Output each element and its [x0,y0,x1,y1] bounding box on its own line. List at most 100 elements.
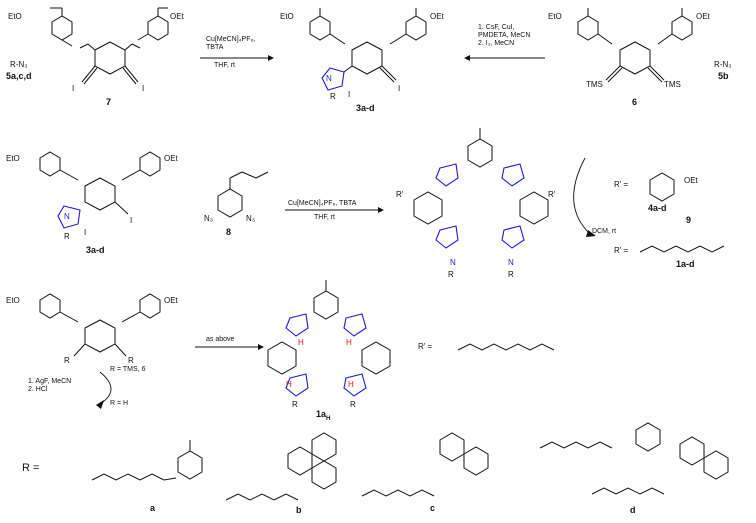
r-group-a-id: a [150,503,156,513]
product-id-1aH-main: 1a [316,409,327,419]
r-tms-label: R = TMS, 6 [110,366,146,373]
r-label-1aH-b: R [350,400,356,409]
product-3-structure [309,8,427,91]
eto-label-6: EtO [548,12,562,21]
deprotection-line1: 1. AgF, MeCN [28,378,72,385]
eto-label-3-row2: EtO [6,154,20,163]
macrocycle-1aH-structure [267,280,391,397]
tms-label-6a: TMS [586,80,603,89]
r-label-row3b: R [128,356,134,365]
conditions-rxn1: Cu[MeCN]₄PF₆, TBTA [206,36,255,52]
r-prime-label-macro-a: R' [396,190,404,199]
conditions-right-line1: 1. CsF, CuI, [478,24,515,31]
r-groups-label: R = [22,462,40,474]
oet-label-r-prime: OEt [684,176,698,185]
conditions-rxn2-line2: THF, rt [314,214,335,221]
iodo-label-row2a: I [84,228,87,237]
eto-label-7: EtO [8,12,22,21]
eto-label-6-row3: EtO [6,296,20,305]
r-group-b-id: b [296,505,302,515]
reagent-right-formula: R-N₃ [714,60,732,69]
amine-conditions: DCM, rt [592,228,617,235]
product-id-1aH-sub: H [326,415,331,422]
iodo-label-7b: I [142,84,145,93]
triazole-n-label-macro-b: N [508,258,514,267]
r-label-row2: R [64,232,70,241]
product-id-1aH: 1aH [316,410,330,424]
r-label-macro-b: R [508,270,514,279]
reagent-left-formula: R-N₃ [10,60,28,69]
amine-curved-arrow-head [586,230,596,237]
iodo-label-3a: I [348,90,351,99]
r-group-c-id: c [430,503,436,513]
r-prime-a-label: R' = [614,180,629,189]
product-id-3: 3a-d [356,103,375,113]
r-h-label: R = H [110,400,129,407]
iodo-label-3b: I [398,84,401,93]
r-prime-b-id: 1a-d [676,259,695,269]
conditions-rxn1-line1: Cu[MeCN]₄PF₆, [206,36,256,43]
conditions-rxn1-right: 1. CsF, CuI, PMDETA, MeCN 2. I₂, MeCN [478,24,530,48]
linker-8-structure [217,171,269,218]
r-group-a-structure [91,440,203,481]
oet-label-3-row2: OEt [164,154,178,163]
r-prime-label-macro-b: R' [548,190,556,199]
r-prime-label-row3: R' = [418,342,433,351]
iodo-label-7a: I [72,84,75,93]
r-prime-ester-row2 [649,172,675,202]
oet-label-6-row3: OEt [164,296,178,305]
reaction-arrow-2-head [464,55,470,61]
compound-id-7: 7 [106,97,112,107]
tms-label-6b: TMS [664,80,681,89]
oet-label-7: OEt [170,12,184,21]
azide-label-8b: N₃ [246,214,256,223]
oet-label-3: OEt [430,12,444,21]
amine-id-9: 9 [686,215,692,225]
reaction-arrow-3-head [378,207,384,213]
compound-6-structure [577,8,693,83]
r-prime-b-label: R' = [614,246,629,255]
compound-id-8: 8 [226,227,232,237]
r-group-d-id: d [630,505,636,515]
deprotection-line2: 2. HCl [28,386,48,393]
conditions-right-line3: 2. I₂, MeCN [478,40,515,47]
compound-6-row3-structure [39,293,161,357]
compound-id-6: 6 [632,97,638,107]
r-label-1aH-a: R [292,400,298,409]
r-prime-chain-row3 [457,343,555,351]
reaction-arrow-4-head [258,344,264,350]
conditions-rxn1-line2: TBTA [206,44,224,51]
deprotection-conditions: 1. AgF, MeCN 2. HCl [28,378,71,394]
r-prime-chain-row2 [639,245,725,253]
h-label-1aH-b: H [346,338,352,347]
triazole-n-label-row2: N [64,212,70,221]
triazole-n-label-3: N [326,74,332,83]
h-label-1aH-c: H [286,380,292,389]
conditions-right-line2: PMDETA, MeCN [478,32,531,39]
conditions-rxn3: as above [206,336,235,343]
reagent-left-ids: 5a,c,d [6,71,32,81]
r-label-row3a: R [64,356,70,365]
conditions-rxn1-line3: THF, rt [214,62,235,69]
compound-3-row2-structure [39,151,161,229]
compound-id-3-row2: 3a-d [86,245,105,255]
deprotection-curved-arrow-head [96,400,104,409]
triazole-n-label-macro-a: N [450,258,456,267]
r-group-b-structure [225,432,337,501]
azide-label-8a: N₃ [204,214,214,223]
conditions-rxn2-line1: Cu[MeCN]₄PF₆, TBTA [288,200,357,207]
amine-curved-arrow [573,157,591,235]
r-label-macro-a: R [448,270,454,279]
r-label-3: R [330,92,336,101]
h-label-1aH-d: H [348,380,354,389]
r-group-c-structure [361,432,489,497]
h-label-1aH-a: H [298,338,304,347]
eto-label-3: EtO [280,12,294,21]
iodo-label-row2b: I [130,216,133,225]
macrocycle-4-structure [413,128,549,249]
r-prime-a-id: 4a-d [648,203,667,213]
oet-label-6: OEt [696,12,710,21]
reagent-right-id: 5b [718,71,729,81]
reaction-arrow-1-head [268,55,274,61]
